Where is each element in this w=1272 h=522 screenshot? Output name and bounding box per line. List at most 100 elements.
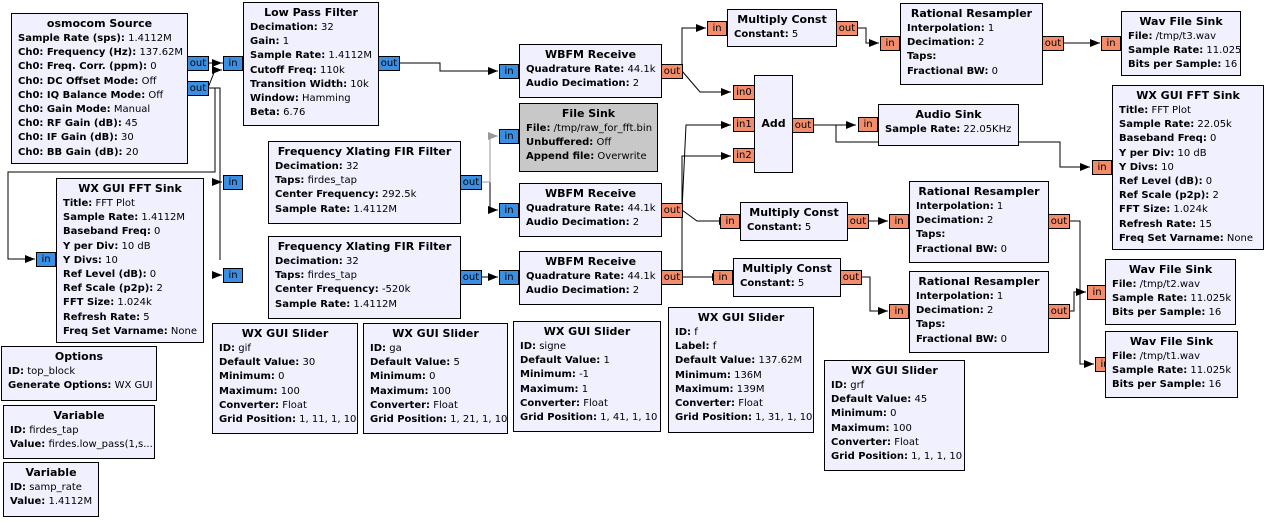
wav2-in-port[interactable]: in (1087, 285, 1107, 300)
osmocom-out-port-1[interactable]: out (187, 56, 209, 71)
param-key: Baseband Freq: (1119, 133, 1207, 145)
add-in1-port[interactable]: in1 (733, 117, 755, 132)
mc3-in-port[interactable]: in (713, 270, 733, 285)
param-value: samp_rate (29, 482, 82, 493)
block-title: WBFM Receive (544, 48, 637, 61)
wbfm3-out-port[interactable]: out (661, 270, 683, 285)
lpf-out-port[interactable]: out (378, 56, 400, 71)
rr2-out-port[interactable]: out (1048, 214, 1070, 229)
mc2-out-port[interactable]: out (847, 214, 869, 229)
param-key: Converter: (831, 436, 892, 448)
param-key: ID: (370, 343, 387, 354)
param-value: 110k (319, 64, 345, 76)
block-param: Generate Options: WX GUI (8, 379, 153, 393)
block-title: Multiply Const (742, 262, 832, 275)
param-key: Bits per Sample: (1128, 59, 1222, 71)
block-param: Minimum: 136M (675, 369, 807, 383)
add-in2-port[interactable]: in2 (733, 148, 755, 163)
param-key: File: (1112, 279, 1137, 290)
wav3-in-port[interactable]: in (1101, 36, 1121, 51)
osmocom-out-port-2[interactable]: out (187, 81, 209, 96)
wbfm2-out-port[interactable]: out (661, 203, 683, 218)
param-key: File: (1128, 31, 1153, 42)
param-key: Title: (1119, 105, 1149, 116)
wbfm2-in-port[interactable]: in (499, 203, 519, 218)
param-key: ID: (10, 425, 27, 436)
audio-sink-in-port[interactable]: in (858, 117, 878, 132)
fft-right-in-port[interactable]: in (1092, 160, 1112, 175)
param-value: 2 (978, 37, 985, 49)
block-param: Sample Rate: 22.05KHz (885, 123, 1012, 137)
block-param: Converter: Float (219, 399, 351, 413)
param-value: 137.62M (139, 47, 184, 59)
mc1-out-port[interactable]: out (836, 21, 858, 36)
lpf-in-port[interactable]: in (223, 56, 243, 71)
wbfm1-in-port[interactable]: in (499, 64, 519, 79)
fx2-out-port[interactable]: out (460, 270, 482, 285)
add-block[interactable]: Add (754, 75, 793, 173)
rr1-out-port[interactable]: out (1042, 36, 1064, 51)
block-param: Sample Rate: 1.4112M (275, 203, 454, 217)
param-key: Minimum: (831, 408, 887, 420)
block-param: Transition Width: 10k (250, 78, 372, 92)
add-out-port[interactable]: out (792, 118, 814, 133)
param-key: FFT Size: (63, 297, 115, 309)
param-key: Grid Position: (520, 412, 597, 424)
block-param: Baseband Freq: 0 (63, 225, 197, 239)
param-key: Decimation: (916, 305, 984, 317)
rr1-in-port[interactable]: in (880, 36, 900, 51)
add-in0-port[interactable]: in0 (733, 85, 755, 100)
file-sink-in-port[interactable]: in (499, 129, 519, 144)
block-param: Append file: Overwrite (526, 150, 651, 164)
mc3-out-port[interactable]: out (840, 270, 862, 285)
wbfm1-out-port[interactable]: out (661, 64, 683, 79)
wbfm3-in-port[interactable]: in (499, 270, 519, 285)
rr2-in-port[interactable]: in (889, 214, 909, 229)
block-param: Sample Rate: 11.025k (1112, 364, 1231, 378)
param-key: Append file: (526, 151, 595, 163)
param-value: 1, 21, 1, 10 (450, 414, 508, 426)
fft-left-in-port[interactable]: in (36, 252, 56, 267)
param-value: 139M (736, 383, 765, 395)
block-param: ID: top_block (8, 365, 150, 379)
param-key: Y Divs: (1119, 161, 1158, 173)
rr3-in-port[interactable]: in (889, 304, 909, 319)
block-param: Quadrature Rate: 44.1k (526, 270, 656, 284)
param-key: Interpolation: (916, 201, 994, 212)
mc1-in-port[interactable]: in (707, 21, 727, 36)
rr3-out-port[interactable]: out (1048, 304, 1070, 319)
fx2-in-port[interactable]: in (223, 268, 243, 283)
block-title: WX GUI Slider (241, 327, 329, 340)
fx1-in-port[interactable]: in (223, 175, 243, 190)
mc2-in-port[interactable]: in (720, 214, 740, 229)
fx1-out-port[interactable]: out (460, 175, 482, 190)
